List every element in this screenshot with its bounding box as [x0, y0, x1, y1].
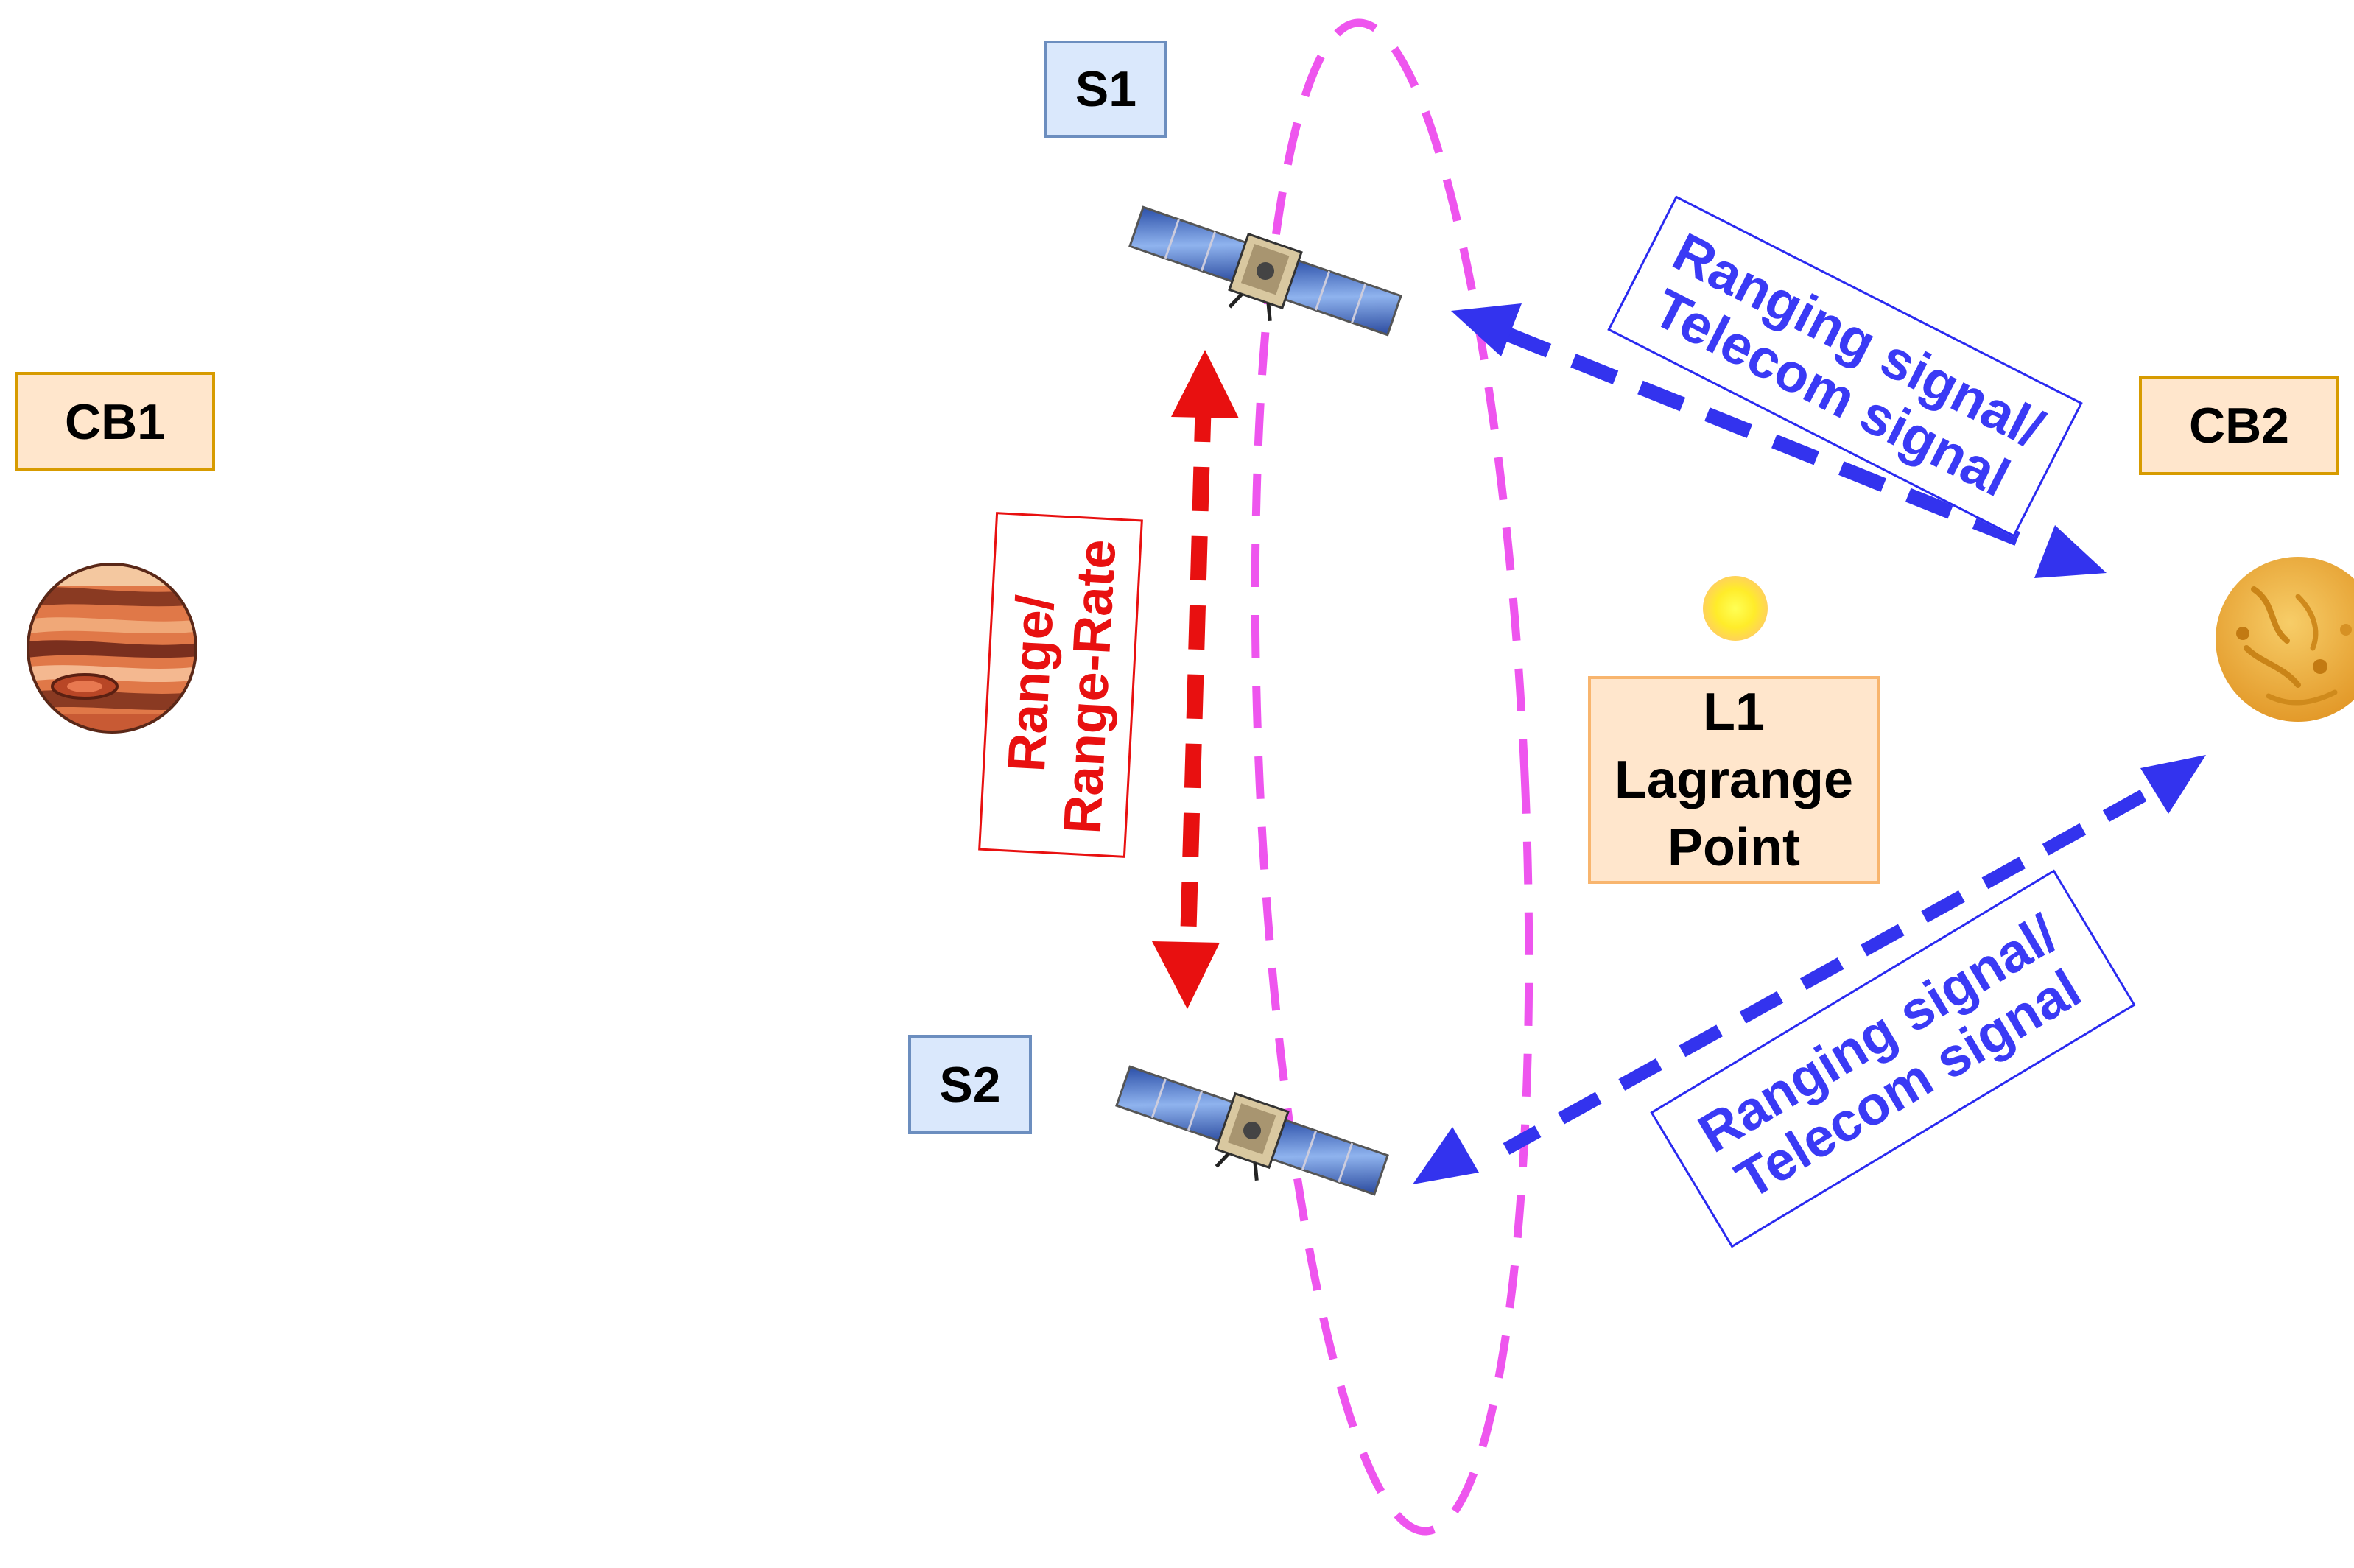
s2-label: S2 [908, 1035, 1032, 1134]
lagrange-line-2: Lagrange [1614, 750, 1854, 809]
halo-orbit [1251, 18, 1533, 1536]
cb2-label: CB2 [2139, 376, 2339, 475]
crosslink-arrow [1152, 350, 1239, 1009]
lower-signal-arrow [1413, 755, 2206, 1184]
lagrange-line-1: L1 [1702, 683, 1766, 742]
crosslink-label: Range/ Range-Rate [978, 512, 1143, 858]
planet-jupiter-icon [27, 563, 197, 734]
lagrange-point-label: L1 Lagrange Point [1588, 676, 1880, 884]
planet-venus-icon [2216, 557, 2354, 722]
upper-signal-arrow [1451, 303, 2107, 578]
satellite-icon [1128, 205, 1402, 337]
cb1-label: CB1 [15, 372, 215, 471]
s1-label: S1 [1044, 41, 1167, 138]
lagrange-line-3: Point [1668, 818, 1800, 877]
crosslink-label-line-2: Range-Rate [1053, 538, 1128, 835]
sun-point-icon [1703, 576, 1768, 641]
crosslink-label-line-1: Range/ [997, 593, 1066, 773]
satellite-icon [1115, 1065, 1389, 1196]
